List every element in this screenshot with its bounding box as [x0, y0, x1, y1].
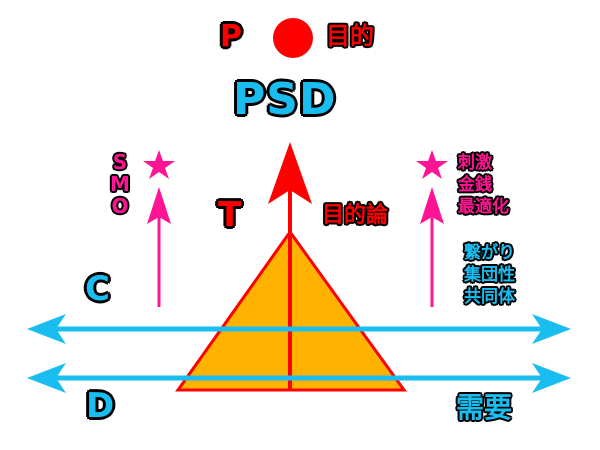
t-arrow-head [268, 142, 312, 204]
p-meaning: 目的 [326, 22, 374, 50]
star-icon [143, 150, 175, 179]
c-label: C [85, 269, 110, 309]
c-arrow-left-head [27, 314, 66, 344]
p-label: P [220, 19, 242, 54]
psd-title: PSD [233, 74, 337, 125]
term-connection: 繋がり [464, 243, 515, 263]
right-pink-arrow-head [420, 187, 444, 224]
c-arrow-right-head [532, 314, 571, 344]
smo-letter-o: O [111, 194, 129, 218]
t-label: T [218, 195, 242, 235]
term-collectivity: 集団性 [464, 265, 515, 285]
term-optimization: 最適化 [458, 197, 509, 217]
community-terms: 繋がり 集団性 共同体 [464, 245, 515, 306]
smo-label: S M O [110, 152, 130, 216]
term-money: 金銭 [458, 175, 492, 195]
d-arrow-left-head [27, 363, 66, 393]
smo-letter-m: M [110, 172, 130, 196]
smo-letter-s: S [112, 150, 128, 174]
term-stimulus: 刺激 [458, 153, 492, 173]
smo-arrow-head [147, 187, 171, 224]
t-meaning: 目的論 [322, 203, 389, 228]
star-icon [416, 150, 448, 179]
d-label: D [86, 386, 115, 426]
d-arrow-right-head [532, 363, 571, 393]
stimulus-terms: 刺激 金銭 最適化 [458, 155, 509, 216]
red-dot-icon [273, 18, 313, 58]
demand-label: 需要 [456, 391, 513, 424]
term-community: 共同体 [464, 287, 515, 307]
